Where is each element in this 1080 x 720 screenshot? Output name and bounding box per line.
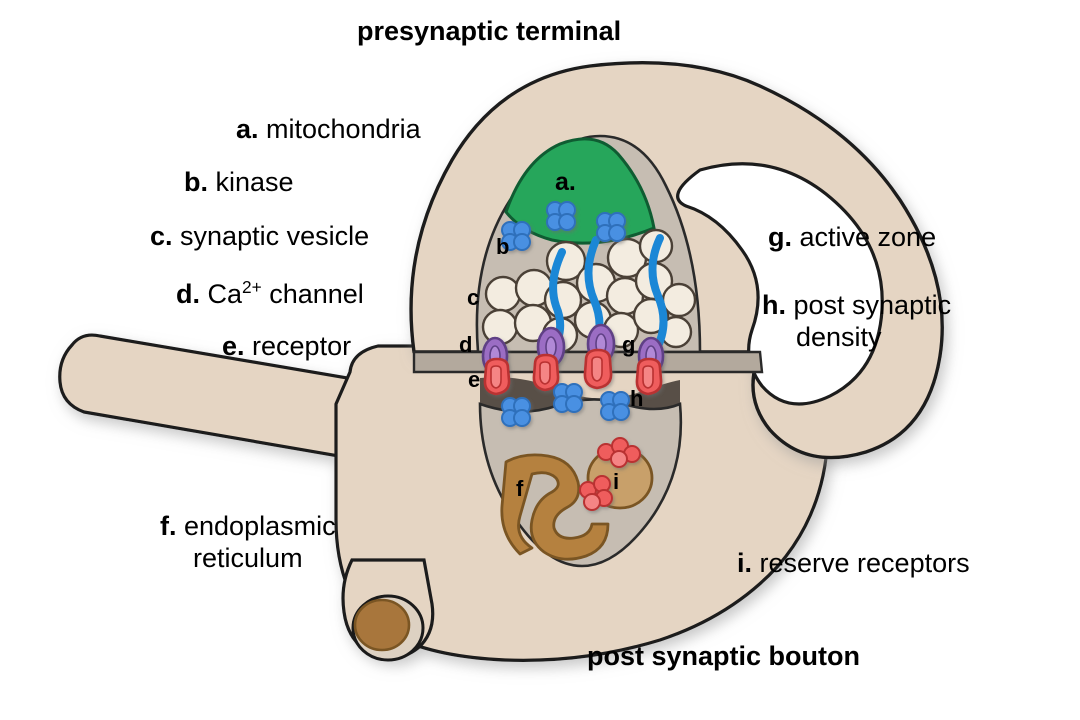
page-title-postsynaptic: post synaptic bouton: [587, 641, 860, 671]
callout-c: c: [467, 285, 479, 310]
legend-text-c: synaptic vesicle: [172, 221, 370, 251]
legend-text-f: endoplasmic: [176, 511, 336, 541]
kinase-molecules: [501, 201, 626, 251]
callout-d: d: [459, 332, 472, 357]
reserve-receptor-vesicle: [579, 437, 654, 511]
legend-key-a: a.: [236, 114, 259, 144]
legend-key-f: f.: [160, 511, 177, 541]
legend-item-g: g. active zone: [768, 222, 936, 254]
legend-superscript-d: 2+: [242, 277, 262, 297]
legend-key-i: i.: [737, 548, 753, 578]
legend-item-h: h. post synaptic density: [762, 290, 951, 354]
reserve-receptor-left: [579, 475, 613, 511]
synaptic-vesicle-cluster: [481, 228, 697, 354]
legend-text-i: reserve receptors: [752, 548, 970, 578]
legend-text-d2: channel: [261, 279, 364, 309]
callout-a: a.: [555, 168, 576, 196]
legend-key-b: b.: [184, 167, 208, 197]
callout-i: i: [613, 469, 619, 494]
legend-item-c: c. synaptic vesicle: [150, 221, 369, 253]
legend-key-d: d.: [176, 279, 200, 309]
legend-key-c: c.: [150, 221, 173, 251]
legend-item-b: b. kinase: [184, 167, 294, 199]
receptor-molecules: [483, 348, 663, 396]
page-title-presynaptic: presynaptic terminal: [357, 16, 622, 46]
legend-item-d: d. Ca2+ channel: [176, 277, 364, 311]
legend-key-h: h.: [762, 290, 786, 320]
legend-text-a: mitochondria: [258, 114, 421, 144]
callout-b: b: [496, 234, 509, 259]
legend-text-e: receptor: [244, 331, 352, 361]
callout-g: g: [622, 332, 635, 357]
post-synaptic-bouton-shape: [58, 333, 829, 662]
legend-text-g: active zone: [792, 222, 937, 252]
legend-item-e: e. receptor: [222, 331, 351, 363]
legend-text-h: post synaptic: [786, 290, 952, 320]
callout-h: h: [630, 386, 643, 411]
bouton-cut-end: [351, 594, 425, 662]
endoplasmic-reticulum: [500, 453, 610, 561]
callout-e: e: [468, 367, 480, 392]
reserve-receptor-top: [597, 437, 641, 468]
legend-text-f-line2: reticulum: [193, 542, 303, 573]
legend-item-a: a. mitochondria: [236, 114, 421, 146]
legend-item-f: f. endoplasmic reticulum: [160, 511, 336, 575]
legend-text-d: Ca: [200, 279, 243, 309]
legend-item-i: i. reserve receptors: [737, 548, 970, 580]
legend-key-e: e.: [222, 331, 245, 361]
callout-f: f: [516, 476, 524, 501]
legend-text-b: kinase: [208, 167, 294, 197]
legend-key-g: g.: [768, 222, 792, 252]
legend-text-h-line2: density: [796, 321, 882, 352]
kinase-molecules-postsynaptic: [501, 383, 630, 427]
